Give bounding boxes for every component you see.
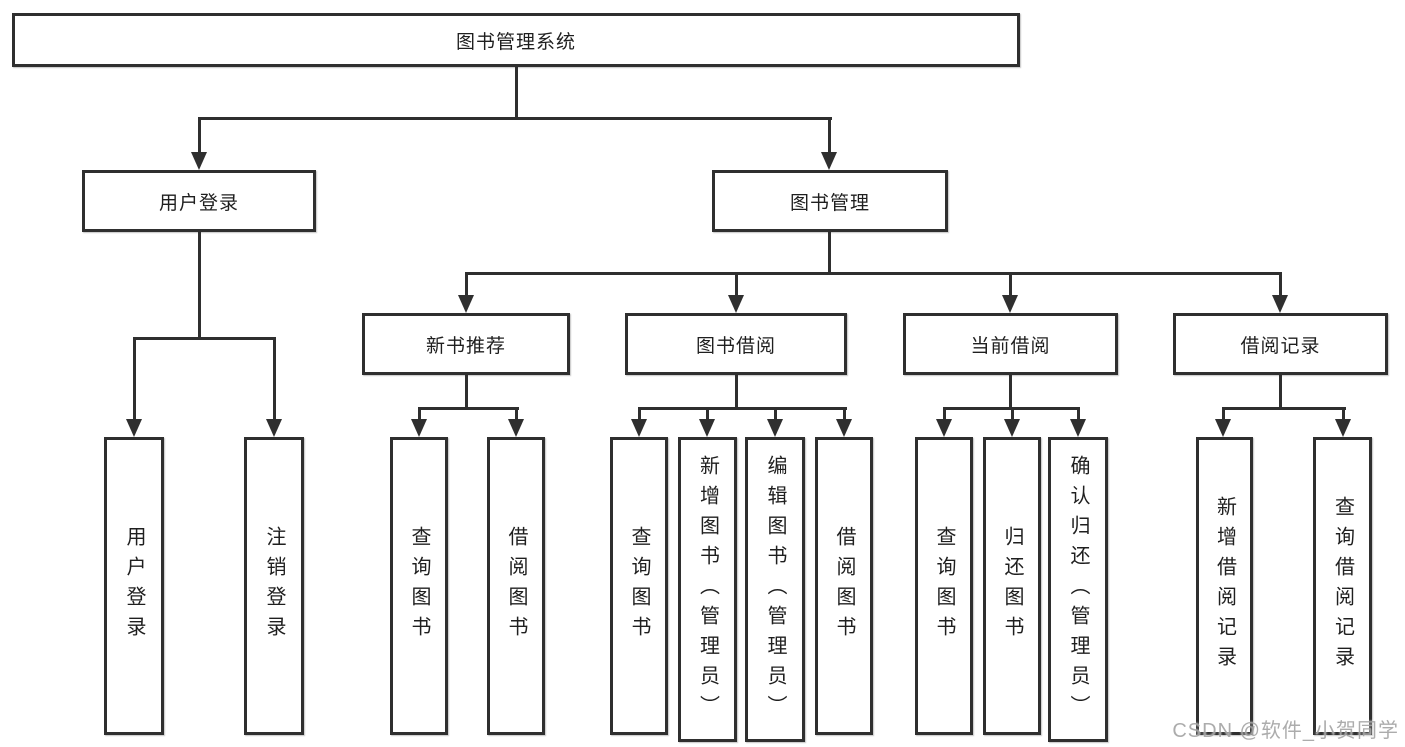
arrowhead-down-icon: [699, 419, 715, 437]
leaf-logout: 注销登录: [244, 437, 304, 735]
node-label: 用户登录: [158, 192, 239, 214]
node-book-borrowing: 图书借阅: [625, 313, 847, 375]
leaf-query-books-borrowing: 查询图书: [610, 437, 668, 735]
connector-user-login-stem: [198, 232, 201, 339]
leaf-confirm-return-admin: 确认归还（管理员）: [1048, 437, 1108, 742]
node-label: 图书借阅: [695, 335, 776, 357]
arrowhead-down-icon: [936, 419, 952, 437]
leaf-query-books-recommend: 查询图书: [390, 437, 448, 735]
leaf-label: 确认归还（管理员）: [1067, 454, 1089, 725]
connector-group-rail: [1222, 407, 1346, 410]
connector-drop-leaf: [1342, 407, 1345, 422]
connector-drop-leaf: [133, 337, 136, 421]
arrowhead-down-icon: [767, 419, 783, 437]
connector-group-stem: [1279, 375, 1282, 410]
leaf-user-login: 用户登录: [104, 437, 164, 735]
connector-drop-group: [1009, 272, 1012, 298]
leaf-label: 查询借阅记录: [1331, 496, 1354, 676]
connector-root-rail: [198, 117, 832, 120]
node-label: 新书推荐: [425, 335, 506, 357]
arrowhead-down-icon: [411, 419, 427, 437]
connector-book-management-stem: [828, 232, 831, 275]
arrowhead-down-icon: [821, 152, 837, 170]
connector-drop-leaf: [273, 337, 276, 421]
arrowhead-down-icon: [728, 295, 744, 313]
leaf-label: 查询图书: [933, 526, 955, 646]
node-label: 当前借阅: [970, 335, 1051, 357]
connector-group-rail: [638, 407, 847, 410]
connector-drop-leaf: [1011, 407, 1014, 422]
arrowhead-down-icon: [1272, 295, 1288, 313]
connector-drop-user-login: [198, 117, 201, 153]
node-current-borrowing: 当前借阅: [903, 313, 1118, 375]
connector-drop-group: [1279, 272, 1282, 298]
arrowhead-down-icon: [836, 419, 852, 437]
connector-drop-leaf: [1077, 407, 1080, 422]
arrowhead-down-icon: [1335, 419, 1351, 437]
node-borrowing-records: 借阅记录: [1173, 313, 1388, 375]
node-label: 图书管理系统: [455, 31, 576, 53]
connector-drop-leaf: [706, 407, 709, 422]
connector-drop-leaf: [515, 407, 518, 422]
connector-group-stem: [735, 375, 738, 410]
connector-drop-group: [465, 272, 468, 298]
arrowhead-down-icon: [1002, 295, 1018, 313]
leaf-label: 新增借阅记录: [1213, 496, 1236, 676]
connector-group-rail: [418, 407, 519, 410]
leaf-label: 注销登录: [263, 526, 285, 646]
leaf-label: 用户登录: [123, 526, 145, 646]
leaf-label: 查询图书: [408, 526, 430, 646]
leaf-borrow-books-recommend: 借阅图书: [487, 437, 545, 735]
arrowhead-down-icon: [631, 419, 647, 437]
connector-drop-leaf: [638, 407, 641, 422]
leaf-label: 新增图书（管理员）: [696, 454, 719, 725]
watermark-text: CSDN @软件_小贺同学: [1172, 720, 1399, 742]
leaf-query-books-current: 查询图书: [915, 437, 973, 735]
connector-root-stem: [515, 66, 518, 118]
arrowhead-down-icon: [1070, 419, 1086, 437]
connector-drop-book-management: [828, 117, 831, 153]
connector-user-login-rail: [133, 337, 276, 340]
leaf-add-book-admin: 新增图书（管理员）: [678, 437, 737, 742]
leaf-query-borrow-record: 查询借阅记录: [1313, 437, 1372, 735]
leaf-edit-book-admin: 编辑图书（管理员）: [745, 437, 805, 742]
connector-drop-leaf: [774, 407, 777, 422]
leaf-label: 编辑图书（管理员）: [764, 454, 786, 725]
connector-group-stem: [1009, 375, 1012, 410]
connector-group-stem: [465, 375, 468, 410]
node-user-login: 用户登录: [82, 170, 316, 232]
arrowhead-down-icon: [508, 419, 524, 437]
leaf-label: 借阅图书: [505, 526, 527, 646]
node-label: 图书管理: [789, 192, 870, 214]
leaf-borrow-books-borrowing: 借阅图书: [815, 437, 873, 735]
connector-drop-leaf: [418, 407, 421, 422]
connector-drop-leaf: [843, 407, 846, 422]
arrowhead-down-icon: [266, 419, 282, 437]
node-label: 借阅记录: [1240, 335, 1321, 357]
connector-drop-leaf: [943, 407, 946, 422]
leaf-return-books: 归还图书: [983, 437, 1041, 735]
node-new-book-recommendation: 新书推荐: [362, 313, 570, 375]
arrowhead-down-icon: [1215, 419, 1231, 437]
arrowhead-down-icon: [1004, 419, 1020, 437]
leaf-label: 查询图书: [628, 526, 650, 646]
arrowhead-down-icon: [126, 419, 142, 437]
arrowhead-down-icon: [458, 295, 474, 313]
connector-drop-group: [735, 272, 738, 298]
leaf-label: 借阅图书: [833, 526, 855, 646]
connector-book-management-rail: [465, 272, 1282, 275]
arrowhead-down-icon: [191, 152, 207, 170]
leaf-label: 归还图书: [1001, 526, 1023, 646]
node-library-management-system: 图书管理系统: [12, 13, 1020, 67]
node-book-management: 图书管理: [712, 170, 948, 232]
connector-drop-leaf: [1222, 407, 1225, 422]
leaf-add-borrow-record: 新增借阅记录: [1196, 437, 1253, 735]
